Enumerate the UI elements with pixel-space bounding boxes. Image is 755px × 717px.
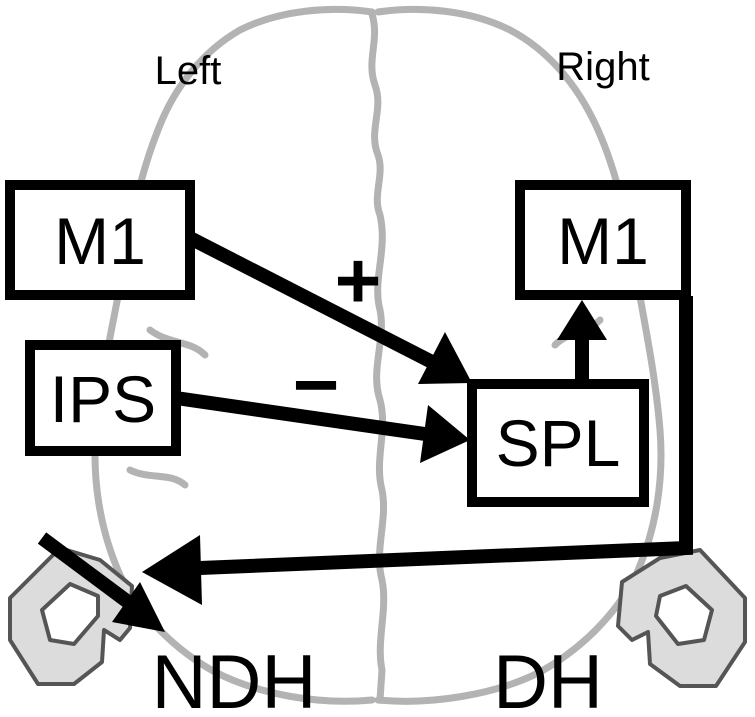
arrowhead-spl-to-right-m1: [557, 300, 607, 340]
arrow-into-ndh: [37, 532, 137, 611]
arrowhead-m1-to-spl: [418, 332, 472, 384]
node-left-m1: M1: [5, 180, 195, 300]
node-right-m1-label: M1: [557, 204, 649, 278]
arrowhead-right-m1-to-ndh: [142, 535, 202, 605]
dominant-hand-icon: [616, 548, 747, 688]
node-left-m1-label: M1: [54, 204, 146, 278]
negative-sign: −: [293, 340, 340, 429]
arrow-right-m1-to-ndh: [199, 296, 693, 575]
node-ips-label: IPS: [50, 362, 156, 436]
node-spl-label: SPL: [496, 406, 621, 480]
right-hemisphere-outline: [374, 5, 665, 705]
node-spl: SPL: [467, 379, 649, 507]
positive-sign: +: [335, 236, 382, 325]
right-hemisphere-label: Right: [556, 45, 649, 89]
node-ips: IPS: [25, 340, 181, 456]
arrow-ips-to-spl: [174, 391, 427, 441]
arrowhead-ips-to-spl: [420, 405, 470, 463]
connections: [37, 231, 693, 632]
arrowhead-into-ndh: [112, 582, 165, 632]
dominant-hand-label: DH: [493, 640, 603, 717]
longitudinal-fissure: [368, 10, 388, 704]
arrow-left-m1-to-spl: [186, 231, 436, 369]
left-hemisphere-label: Left: [155, 49, 222, 93]
node-right-m1: M1: [515, 180, 691, 300]
non-dominant-hand-label: NDH: [152, 640, 317, 717]
sulcus-left-2: [126, 466, 189, 489]
